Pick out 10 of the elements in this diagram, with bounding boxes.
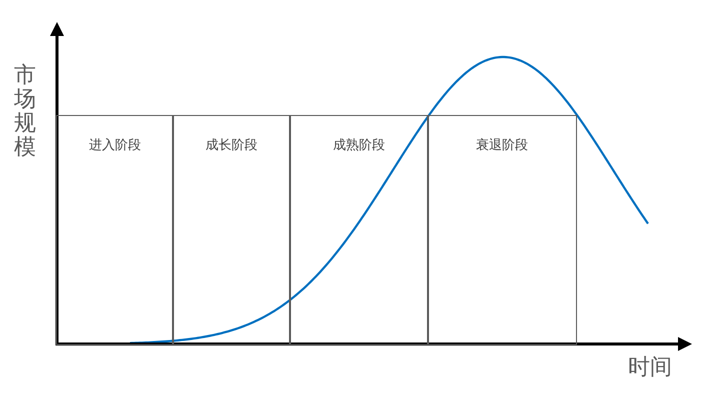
stage-box (172, 115, 291, 345)
stage-label: 成长阶段 (204, 137, 258, 154)
stage-label: 进入阶段 (88, 137, 142, 154)
x-axis-title: 时间 (628, 356, 673, 380)
stage-box (289, 115, 429, 345)
stage-box (56, 115, 174, 345)
stage-label: 成熟阶段 (332, 137, 386, 154)
stage-box (427, 115, 577, 345)
y-axis-title: 市场规模 (14, 64, 37, 160)
stage-label: 衰退阶段 (475, 137, 529, 154)
